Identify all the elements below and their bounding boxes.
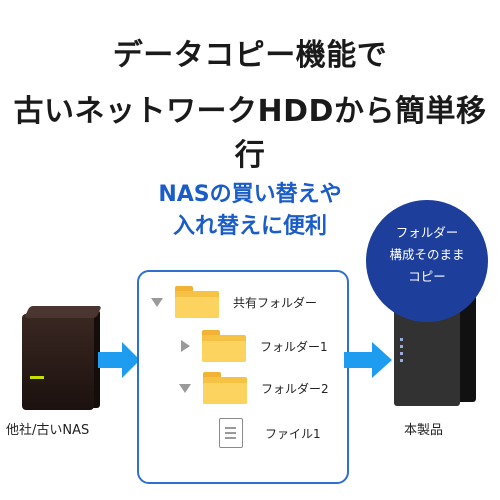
tree-row-file1: ファイル1 bbox=[219, 418, 321, 448]
subheadline-line-1: NASの買い替えや bbox=[158, 182, 342, 207]
headline-line-2: 古いネットワークHDDから簡単移行 bbox=[13, 94, 487, 173]
folder-icon bbox=[175, 286, 219, 318]
expand-down-icon bbox=[179, 383, 191, 393]
arrow-right-icon bbox=[344, 342, 392, 378]
old-nas-top bbox=[24, 306, 102, 318]
old-nas-side bbox=[92, 310, 100, 408]
source-device-label: 他社/古いNAS bbox=[6, 423, 90, 438]
feature-badge: フォルダー 構成そのまま コピー bbox=[366, 200, 488, 322]
badge-line-3: コピー bbox=[408, 269, 446, 284]
folder-icon bbox=[202, 330, 246, 362]
folder-icon bbox=[203, 372, 247, 404]
expand-down-icon bbox=[151, 297, 163, 307]
folder-tree-panel: 共有フォルダー フォルダー1 フォルダー2 ファイル1 bbox=[137, 270, 349, 484]
tree-label-folder2: フォルダー2 bbox=[261, 381, 329, 396]
file-icon bbox=[219, 418, 243, 448]
badge-line-2: 構成そのまま bbox=[389, 247, 465, 262]
subheadline-line-2: 入れ替えに便利 bbox=[172, 214, 327, 239]
old-nas-led bbox=[30, 376, 44, 379]
new-nas-side bbox=[460, 292, 476, 402]
badge-line-1: フォルダー bbox=[395, 225, 459, 240]
arrow-right-icon bbox=[98, 342, 140, 378]
old-nas-body bbox=[22, 314, 94, 410]
tree-label-folder1: フォルダー1 bbox=[260, 339, 328, 354]
old-nas-device bbox=[22, 306, 102, 410]
tree-label-file1: ファイル1 bbox=[265, 426, 321, 441]
tree-row-shared: 共有フォルダー bbox=[151, 286, 317, 318]
new-nas-leds bbox=[400, 338, 403, 362]
expand-right-icon bbox=[181, 340, 190, 352]
tree-row-folder1: フォルダー1 bbox=[181, 330, 328, 362]
target-device-label: 本製品 bbox=[404, 423, 444, 438]
headline-line-1: データコピー機能で bbox=[112, 38, 388, 73]
tree-label-shared: 共有フォルダー bbox=[233, 295, 318, 310]
tree-row-folder2: フォルダー2 bbox=[179, 372, 329, 404]
